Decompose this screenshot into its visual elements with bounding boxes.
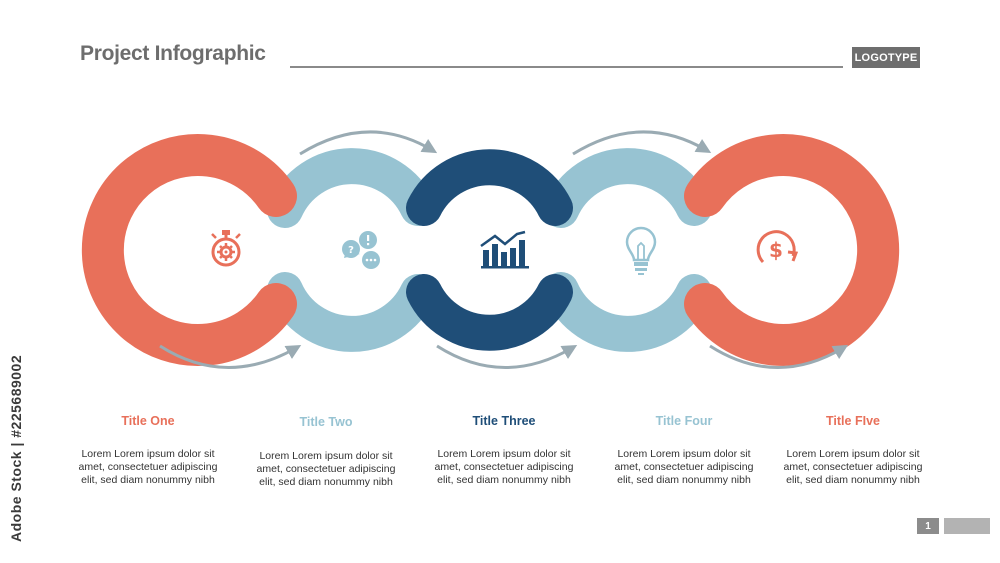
page-bar — [944, 518, 990, 534]
header-divider — [290, 66, 843, 68]
logotype-badge: LOGOTYPE — [852, 47, 920, 68]
step-5-description: Lorem Lorem ipsum dolor sit amet, consec… — [783, 448, 923, 486]
step-1-description: Lorem Lorem ipsum dolor sit amet, consec… — [78, 448, 218, 486]
stopwatch-gear-icon — [211, 230, 241, 267]
ring-step-5 — [684, 134, 900, 366]
ring-step-1 — [81, 134, 297, 366]
step-2-title: Title Two — [299, 415, 353, 429]
svg-text:?: ? — [348, 245, 354, 256]
step-3-title: Title Three — [472, 414, 536, 428]
flow-arrow-top-left — [299, 130, 438, 156]
light-bulb-icon — [625, 226, 657, 275]
step-5-title: Title FIve — [826, 414, 880, 428]
page-number: 1 — [917, 518, 939, 534]
flow-arrow-bottom-1 — [159, 344, 302, 369]
dollar-cycle-icon: $ — [756, 230, 799, 264]
step-1-title: Title One — [121, 414, 175, 428]
page-title: Project Infographic — [80, 42, 266, 65]
ring-step-3 — [406, 149, 573, 351]
step-4-description: Lorem Lorem ipsum dolor sit amet, consec… — [614, 448, 754, 486]
ring-step-4 — [543, 148, 712, 352]
chat-bubbles-icon: ? — [342, 231, 380, 269]
ring-step-2 — [267, 148, 436, 352]
step-4-title: Title Four — [655, 414, 713, 428]
bar-chart-icon — [480, 230, 529, 269]
step-2-description: Lorem Lorem ipsum dolor sit amet, consec… — [256, 450, 396, 488]
svg-text:$: $ — [769, 238, 783, 262]
step-3-description: Lorem Lorem ipsum dolor sit amet, consec… — [434, 448, 574, 486]
flow-arrow-bottom-2 — [436, 344, 578, 369]
flow-arrow-top-right — [572, 130, 712, 156]
flow-arrow-bottom-3 — [709, 344, 849, 369]
